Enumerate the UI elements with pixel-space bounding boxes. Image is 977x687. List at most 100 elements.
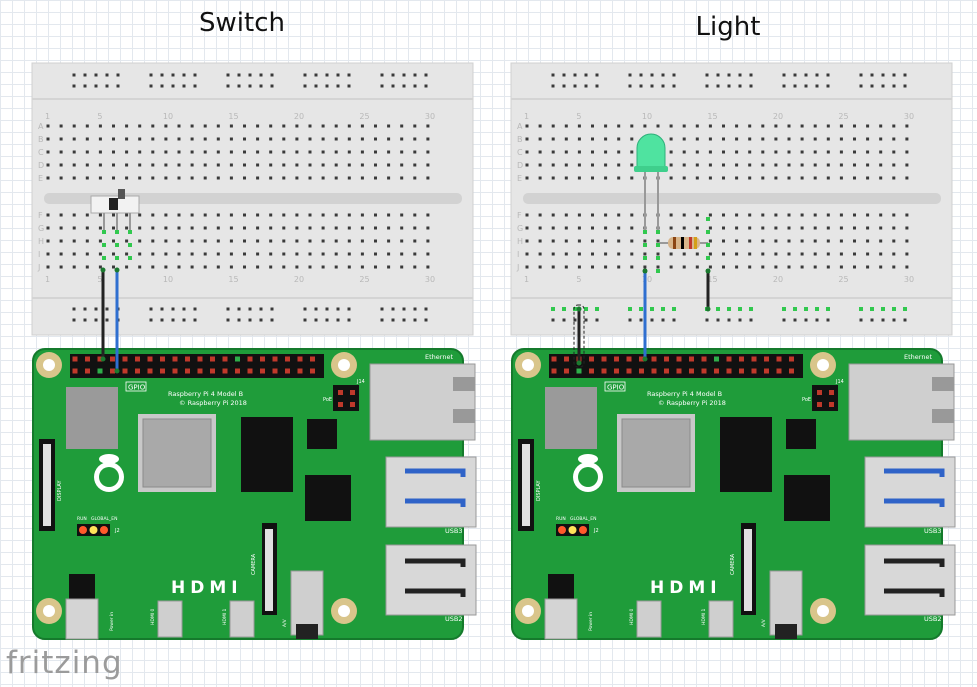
rail-hole bbox=[402, 318, 406, 322]
rail-hole bbox=[325, 318, 329, 322]
hole bbox=[551, 239, 555, 243]
hole bbox=[98, 137, 102, 141]
av-label: A/V bbox=[282, 618, 288, 627]
hole bbox=[334, 163, 338, 167]
rail-hole bbox=[903, 84, 907, 88]
hole bbox=[347, 239, 351, 243]
row-letter: H bbox=[517, 237, 523, 246]
black-wire-end bbox=[100, 356, 106, 362]
poe-pin bbox=[350, 390, 355, 395]
rail-hole bbox=[237, 318, 241, 322]
rail-hole bbox=[171, 73, 175, 77]
gpio-label: GPIO bbox=[128, 384, 146, 392]
hole bbox=[748, 176, 752, 180]
hole bbox=[59, 124, 63, 128]
black-wire-end bbox=[576, 306, 582, 312]
highlighted-hole bbox=[661, 307, 665, 311]
hole bbox=[138, 226, 142, 230]
power-label: Power in bbox=[109, 612, 115, 631]
poe-pin bbox=[338, 402, 343, 407]
hole bbox=[72, 176, 76, 180]
hole bbox=[564, 252, 568, 256]
hole bbox=[256, 213, 260, 217]
hole bbox=[177, 150, 181, 154]
raspberry-logo-icon bbox=[99, 454, 119, 464]
hole bbox=[387, 252, 391, 256]
hole bbox=[151, 163, 155, 167]
hole bbox=[413, 137, 417, 141]
hole bbox=[59, 265, 63, 269]
hole bbox=[243, 163, 246, 167]
hole bbox=[853, 213, 856, 217]
usb3-tongue bbox=[405, 468, 466, 507]
hole bbox=[203, 163, 207, 167]
hole bbox=[826, 163, 830, 167]
hole bbox=[243, 213, 246, 217]
mounting-hole bbox=[338, 605, 350, 617]
hole bbox=[787, 163, 791, 167]
rail-hole bbox=[650, 73, 654, 77]
highlighted-hole bbox=[656, 256, 660, 260]
hole bbox=[334, 150, 338, 154]
hole bbox=[630, 252, 634, 256]
hole bbox=[360, 226, 364, 230]
display-label: DISPLAY bbox=[536, 480, 542, 501]
poe-pin bbox=[338, 390, 343, 395]
gpio-pin bbox=[310, 356, 315, 362]
gpio-pin bbox=[85, 368, 90, 374]
hole bbox=[525, 213, 529, 217]
highlighted-hole bbox=[859, 307, 863, 311]
rail-hole bbox=[424, 307, 428, 311]
highlighted-hole bbox=[643, 230, 647, 234]
light-circuit: ABCDEFGHIJ115510101515202025253030GPIORa… bbox=[510, 62, 956, 640]
gpio-pin bbox=[564, 356, 569, 362]
hole bbox=[525, 252, 529, 256]
hdmi-label: HDMI bbox=[650, 578, 722, 598]
rail-hole bbox=[562, 318, 566, 322]
hole bbox=[334, 176, 338, 180]
hole bbox=[308, 213, 312, 217]
hole bbox=[735, 265, 739, 269]
gpio-pin bbox=[689, 356, 694, 362]
gpio-pin bbox=[589, 356, 594, 362]
gpio-pin bbox=[764, 356, 769, 362]
hole bbox=[905, 239, 909, 243]
hole bbox=[722, 213, 725, 217]
gpio-pin bbox=[297, 356, 303, 362]
hole bbox=[98, 124, 102, 128]
hole bbox=[774, 213, 778, 217]
hole bbox=[669, 137, 673, 141]
rail-hole bbox=[72, 73, 76, 77]
hole bbox=[682, 150, 686, 154]
hole bbox=[413, 150, 417, 154]
camera-connector-slot bbox=[265, 529, 273, 611]
hole bbox=[387, 176, 391, 180]
hole bbox=[525, 265, 529, 269]
hole bbox=[669, 213, 673, 217]
hole bbox=[282, 226, 286, 230]
hole bbox=[190, 252, 194, 256]
camera-label: CAMERA bbox=[730, 553, 736, 575]
hole bbox=[413, 265, 417, 269]
hole bbox=[387, 239, 391, 243]
hole bbox=[269, 137, 273, 141]
gpio-pin bbox=[210, 356, 215, 362]
hole bbox=[682, 124, 686, 128]
hole bbox=[85, 213, 89, 217]
rail-hole bbox=[413, 84, 417, 88]
hole bbox=[839, 124, 843, 128]
hole bbox=[839, 213, 843, 217]
hole bbox=[617, 226, 621, 230]
mounting-hole bbox=[522, 359, 534, 371]
mounting-hole bbox=[338, 359, 350, 371]
hole bbox=[682, 265, 686, 269]
hole bbox=[243, 226, 246, 230]
hole bbox=[72, 213, 76, 217]
hole bbox=[426, 124, 430, 128]
hole bbox=[577, 265, 581, 269]
ram-chip bbox=[720, 417, 772, 492]
hole bbox=[630, 150, 634, 154]
rail-hole bbox=[672, 84, 676, 88]
gpio-pin bbox=[601, 368, 607, 374]
gpio-pin bbox=[776, 356, 782, 362]
